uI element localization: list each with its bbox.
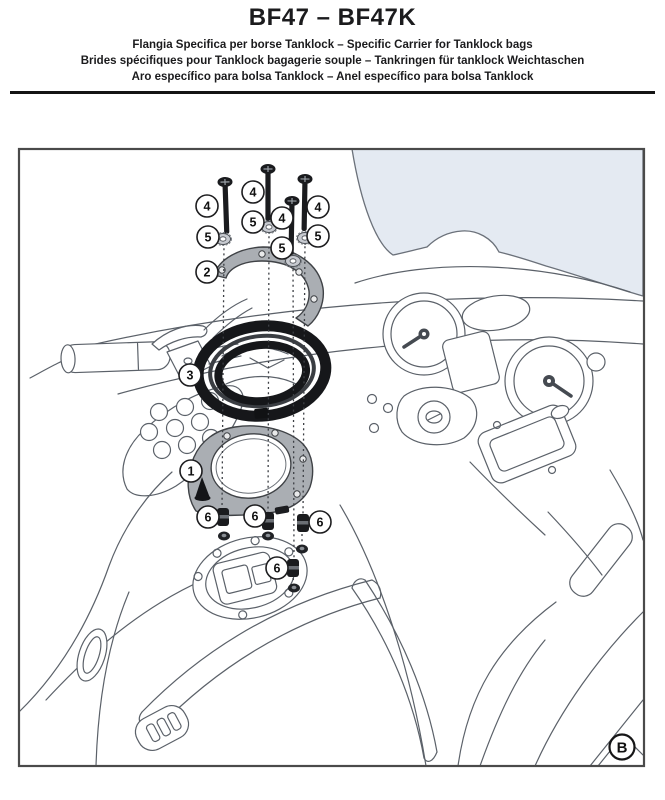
nut [288,583,300,593]
part-tanklock-ring [192,320,332,422]
callout-washer: 5 [306,224,330,248]
spacer [217,508,229,526]
callouts: 4 4 4 4 5 5 5 5 2 [178,180,636,761]
page-title: BF47 – BF47K [248,4,417,31]
right-grip [569,523,633,597]
yoke-bolt [382,402,394,414]
hardware [214,164,314,593]
tank-line [457,601,557,766]
svg-text:5: 5 [315,230,322,244]
alignment-lines [221,230,306,584]
subtitle-it-en: Flangia Specifica per borse Tanklock – S… [132,39,533,51]
svg-text:5: 5 [205,231,212,245]
svg-text:4: 4 [204,200,211,214]
gauge-right [504,336,594,426]
tank-seam [364,579,438,753]
washer [284,254,302,268]
callout-nut: 6 [308,510,332,534]
callout-screw: 4 [195,194,219,218]
nut [296,544,308,554]
svg-text:5: 5 [250,216,257,230]
tank-line [339,504,427,766]
brake-lever [151,324,208,351]
svg-text:4: 4 [250,186,257,200]
fairing-arc-1 [61,297,644,353]
tank-seam [351,587,425,759]
screw [217,176,233,234]
callout-washer: 5 [196,225,220,249]
yoke-bolt [366,393,378,405]
nut [218,531,230,541]
callout-nut: 6 [196,505,220,529]
fairing-arc-4 [354,266,631,293]
svg-text:5: 5 [279,242,286,256]
tank-vent [76,628,108,682]
tank-badge [134,705,190,751]
callout-washer: 5 [270,236,294,260]
subtitle-fr-de: Brides spécifiques pour Tanklock bagager… [80,55,585,67]
subtitle-block: Flangia Specifica per borse Tanklock – S… [0,37,665,85]
rubber-foot [274,505,290,515]
callout-flange: 1 [179,459,203,483]
svg-text:6: 6 [252,510,259,524]
spacer [297,514,309,532]
lcd-oval [461,294,531,332]
tank-line [95,591,130,766]
svg-text:1: 1 [188,465,195,479]
motorcycle-line-art [19,149,644,766]
svg-text:6: 6 [274,562,281,576]
header-rule [10,91,655,94]
svg-text:4: 4 [315,201,322,215]
diagram-frame [17,147,646,768]
tank-line [155,597,381,731]
svg-text:2: 2 [204,266,211,280]
windscreen [351,149,644,297]
svg-text:6: 6 [317,516,324,530]
tank-line [19,471,173,713]
brake-reservoir [477,404,577,484]
lcd-panel [442,330,500,394]
figure-label: B [608,733,636,761]
subtitle-es-pt: Aro específico para bolsa Tanklock – Ane… [131,71,534,83]
mirror-stalk [212,307,253,339]
svg-text:3: 3 [187,369,194,383]
callout-washer: 5 [241,210,265,234]
svg-text:B: B [617,740,628,757]
callout-screw: 4 [270,206,294,230]
yoke-bolt [368,422,380,434]
callout-screw: 4 [241,180,265,204]
rubber-cone [195,477,210,498]
screw [260,164,276,221]
fuel-cap [192,536,308,620]
svg-text:4: 4 [279,212,286,226]
callout-screw: 4 [306,195,330,219]
reservoir-cap [550,404,570,420]
callout-ring: 3 [178,363,202,387]
callout-bracket: 2 [195,260,219,284]
spacer [287,559,299,577]
svg-text:6: 6 [205,511,212,525]
dash-button [586,352,606,372]
nut [262,531,274,541]
mirror-stalk [203,298,248,331]
tank-line [141,579,373,713]
callout-nut: 6 [265,556,289,580]
screw [297,173,313,231]
callout-nut: 6 [243,504,267,528]
